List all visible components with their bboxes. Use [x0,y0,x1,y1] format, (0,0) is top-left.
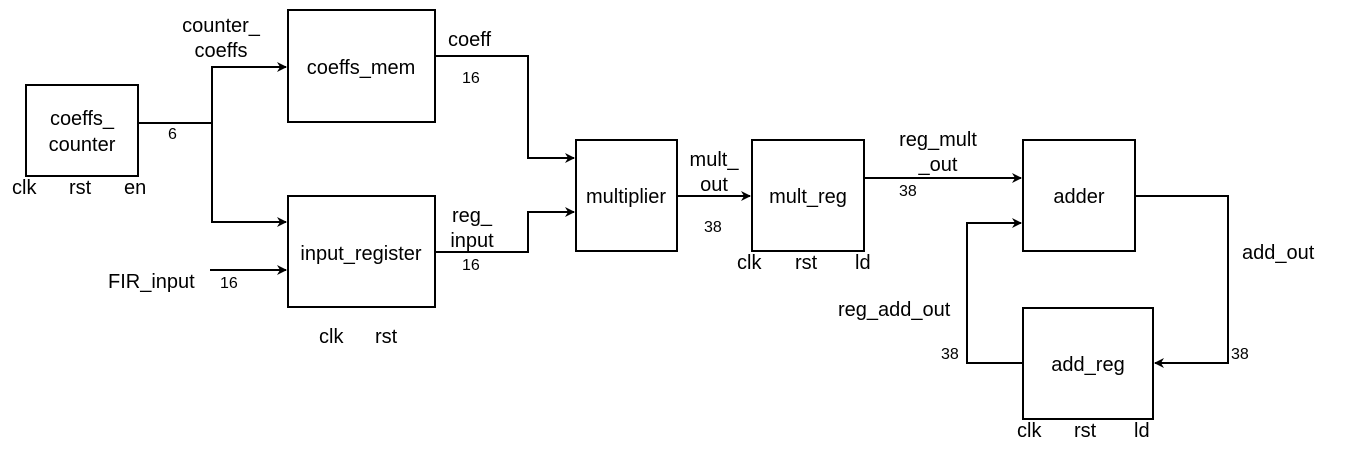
reg-add-out-label: reg_add_out [838,299,951,321]
reg-input-label-line1: reg_ [452,205,493,227]
reg-input-label-line2: input [450,230,494,252]
counter-to-input-register-wire [211,123,287,227]
add-reg-ld-label: ld [1134,420,1150,442]
coeffs-mem-label: coeffs_mem [307,57,416,79]
input-register-block [287,195,436,308]
multiplier-label: multiplier [586,186,666,208]
reg-add-out-wire [966,218,1023,364]
add-out-label: add_out [1242,242,1315,264]
add-out-wire [1135,195,1229,368]
mult-out-width: 38 [704,219,722,236]
coeffs-counter-rst-label: rst [69,177,92,199]
multiplier-block [575,139,678,252]
coeffs-counter-clk-label: clk [12,177,37,199]
coeffs-mem-block [287,9,436,123]
add-out-width: 38 [1231,346,1249,363]
fir-input-label: FIR_input [108,271,195,293]
add-reg-rst-label: rst [1074,420,1097,442]
input-register-label: input_register [300,243,422,265]
input-register-clk-label: clk [319,326,344,348]
reg-mult-out-label-line1: reg_mult [899,129,977,151]
adder-block [1022,139,1136,252]
counter-coeffs-label-line1: counter_ [182,15,261,37]
coeffs-counter-en-label: en [124,177,146,199]
mult-out-label-line2: out [700,174,728,196]
coeffs-counter-label-line1: coeffs_ [50,108,115,130]
reg-input-wire [435,207,575,253]
mult-reg-label: mult_reg [769,186,847,208]
mult-reg-ld-label: ld [855,252,871,274]
reg-mult-out-width: 38 [899,183,917,200]
mult-reg-rst-label: rst [795,252,818,274]
counter-to-coeffs-mem-wire [211,62,287,123]
fir-input-width: 16 [220,275,238,292]
add-reg-label: add_reg [1051,354,1124,376]
coeff-label: coeff [448,29,491,51]
reg-mult-out-label-line2: _out [918,154,958,176]
mult-reg-clk-label: clk [737,252,762,274]
reg-input-width: 16 [462,257,480,274]
counter-coeffs-label-line2: coeffs [195,40,248,62]
coeffs-counter-label-line2: counter [49,134,116,156]
mult-out-label-line1: mult_ [690,149,740,171]
add-reg-clk-label: clk [1017,420,1042,442]
mult-reg-block [751,139,865,252]
reg-add-out-width: 38 [941,346,959,363]
coeff-width: 16 [462,70,480,87]
counter-coeffs-width: 6 [168,126,177,143]
adder-label: adder [1053,186,1104,208]
coeffs-counter-block [25,84,139,177]
input-register-rst-label: rst [375,326,398,348]
coeff-wire [435,55,575,163]
